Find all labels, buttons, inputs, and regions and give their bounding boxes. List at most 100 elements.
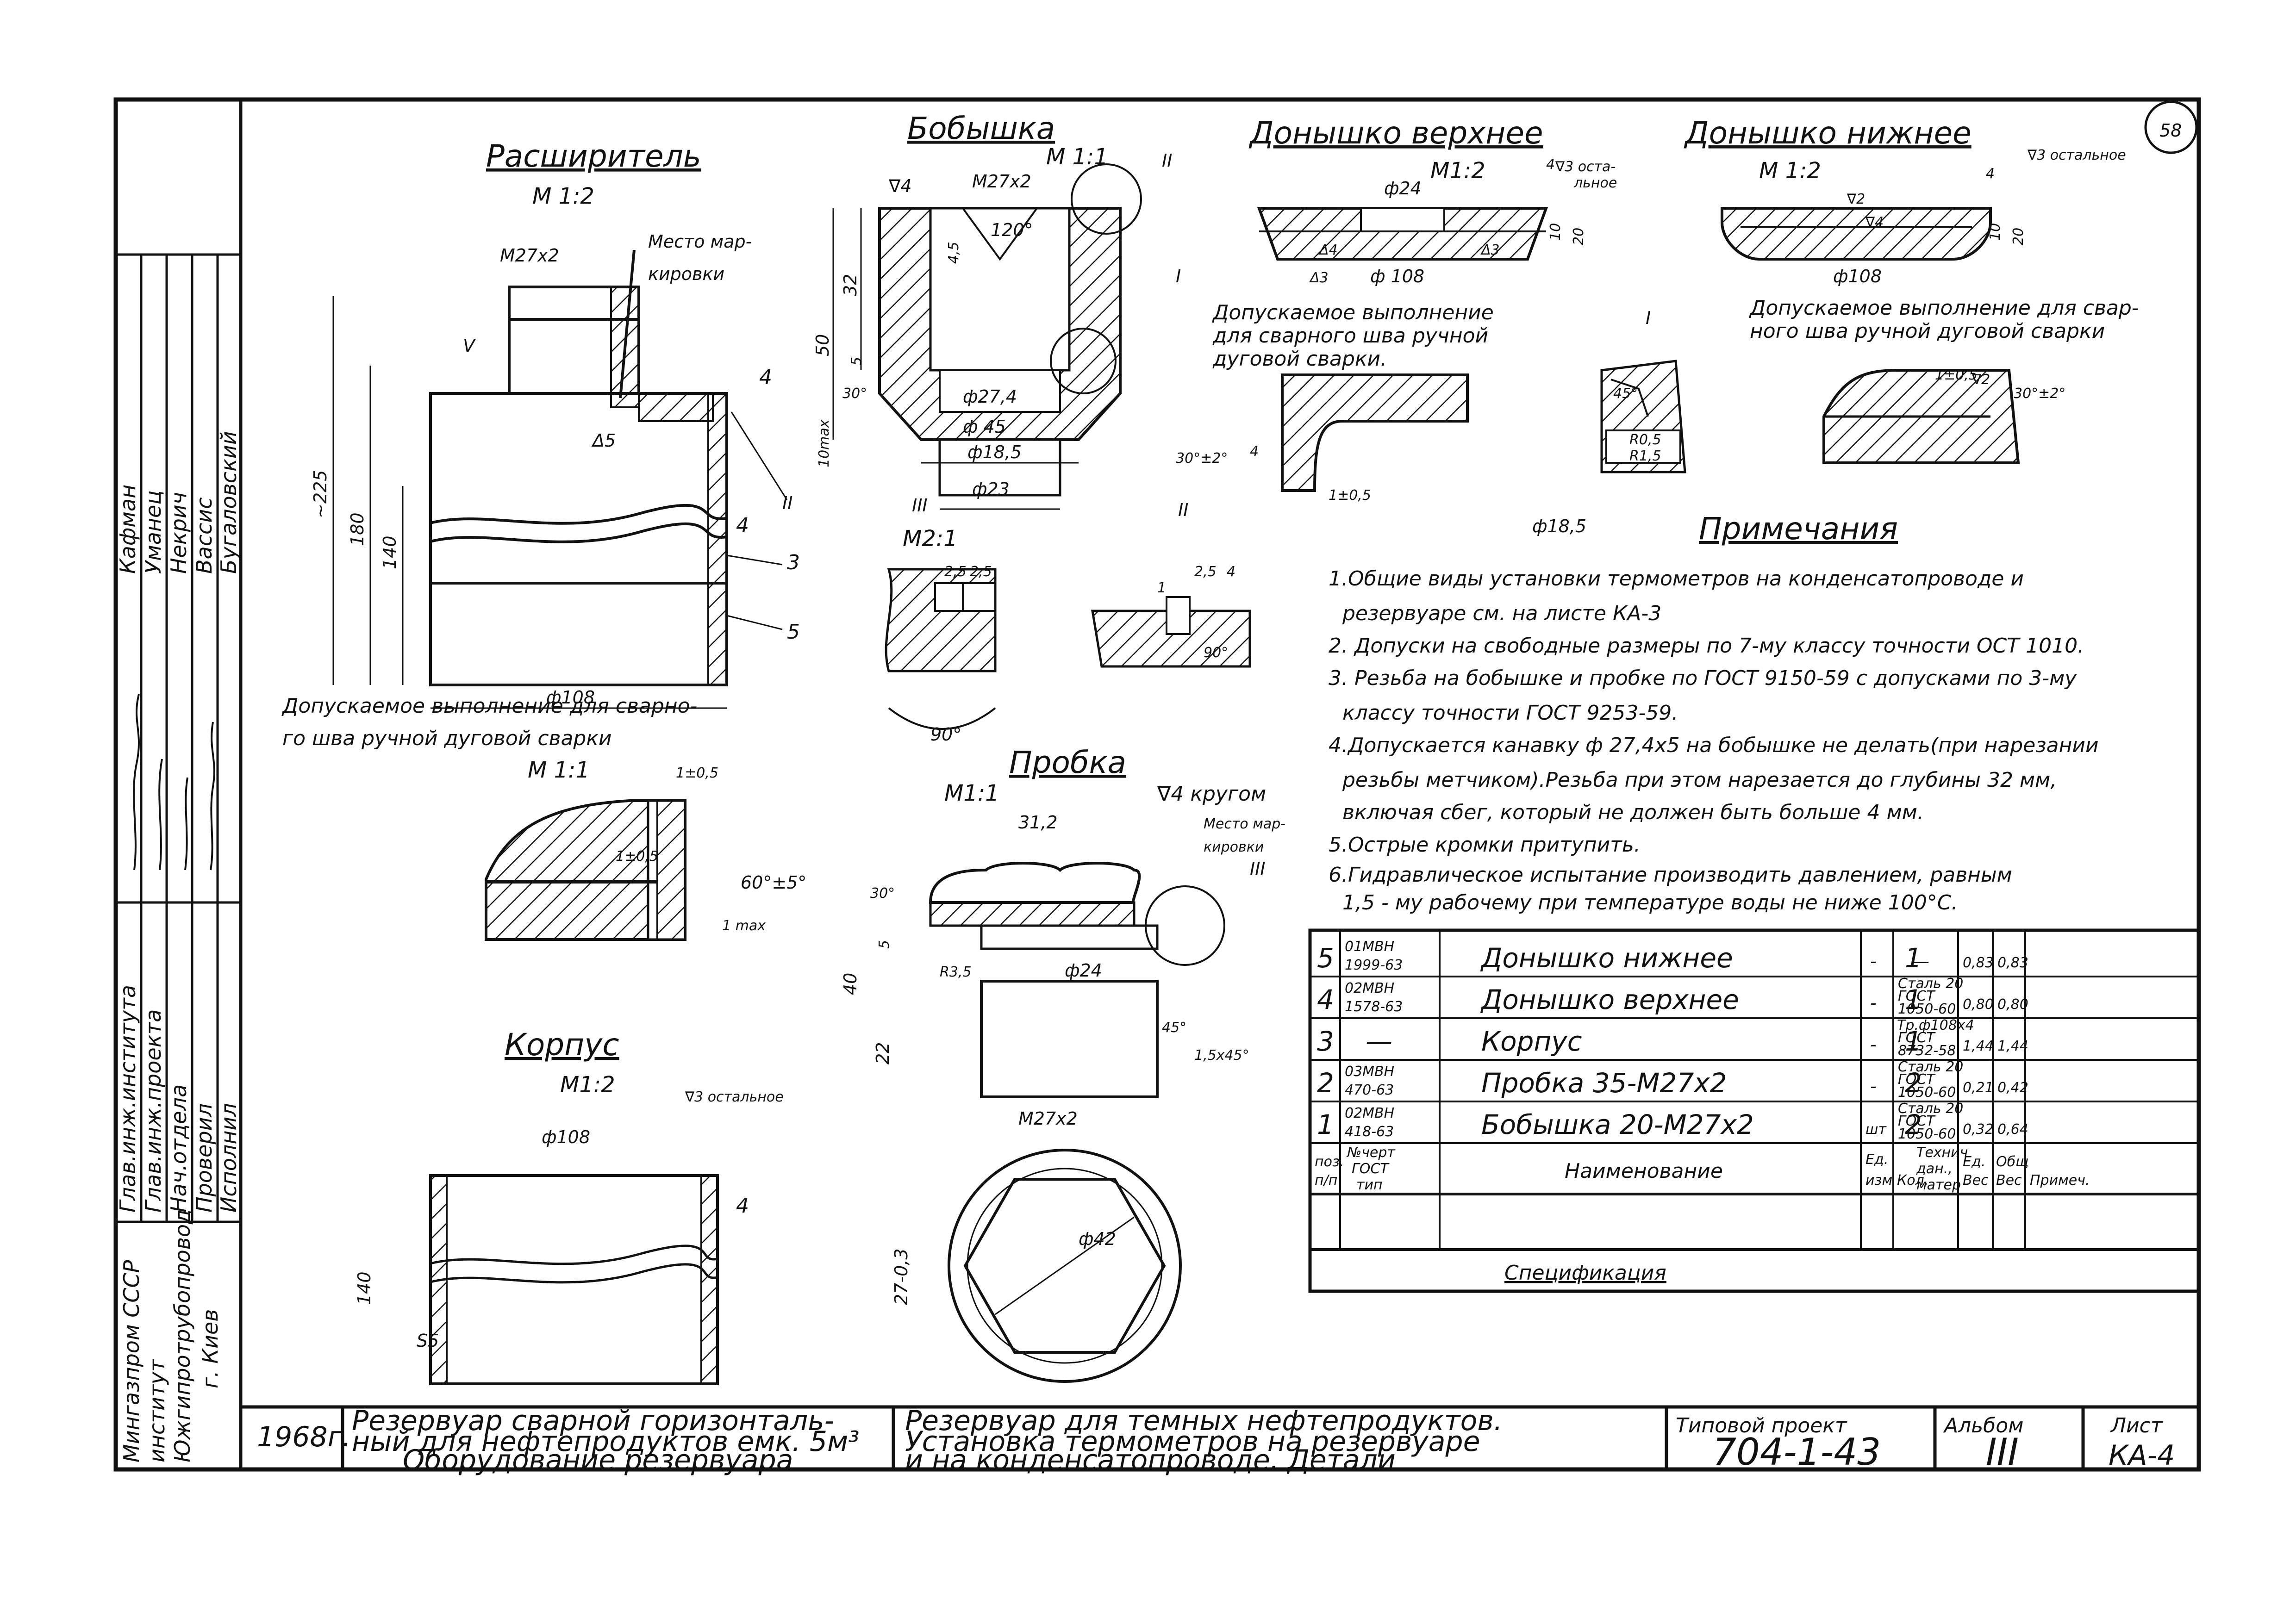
donyshko-verh-h10: 10 (1547, 223, 1564, 241)
label-v: V (463, 336, 476, 356)
sheet-frame (113, 97, 2201, 1472)
donyshko-verh-w2: Δ3 (1309, 270, 1329, 286)
spec-row-w1: 0,32 (1963, 1121, 1994, 1138)
bobyshka-d45: ф 45 (963, 417, 1006, 437)
donyshko-verh-w3: Δ3 (1480, 242, 1500, 258)
project-line-3: Оборудование резервуара (403, 1444, 793, 1476)
donyshko-niz-scale: М 1:2 (1759, 158, 1821, 184)
spec-row-mat-3: 1050-60 (1898, 1126, 1956, 1142)
probka-across: 27-0,3 (891, 1249, 911, 1306)
detail-ii-label: II (1178, 500, 1188, 520)
probka-h22: 22 (873, 1042, 893, 1064)
spec-row-pos: 3 (1317, 1026, 1334, 1057)
donyshko-niz-h20: 20 (2010, 228, 2027, 245)
typical-project-label: Типовой проект (1676, 1414, 1847, 1437)
donyshko-verh-rough-1: ∇3 оста- (1555, 159, 1616, 175)
spec-head-w1-2: Вес (1963, 1172, 1989, 1188)
note-line-4: 3. Резьба на бобышке и пробке по ГОСТ 91… (1329, 666, 2077, 690)
note-line-10: 6.Гидравлическое испытание производить д… (1329, 863, 2012, 887)
sidebar-roles: Глав.инж.института Глав.инж.проекта Нач.… (115, 985, 241, 1213)
spec-row-name: Бобышка 20-М27х2 (1481, 1109, 1754, 1140)
probka-callout: III (1250, 859, 1266, 879)
view-detail-i: I 45° R0,5 R1,5 ф18,5 (1532, 308, 1686, 536)
note-line-7: резьбы метчиком).Резьба при этом нарезае… (1342, 768, 2057, 792)
weld-dn-d: 1±0,5 (1935, 367, 1978, 383)
sidebar-name-4: Вассис (192, 497, 217, 574)
weld-dv-note-1: Допускаемое выполнение (1212, 301, 1494, 324)
spec-row-doc-1: 01МВН (1345, 939, 1394, 955)
view-bobyshka: Бобышка М 1:1 М27х2 ∇4 120° 50 32 4,5 5 … (812, 111, 1181, 510)
sidebar-name-1: Кафман (115, 485, 140, 574)
title-year: 1968г. (257, 1421, 351, 1453)
spec-row-qty: 2 (1905, 1067, 1922, 1099)
spec-row-mat-3: 1050-60 (1898, 1001, 1956, 1017)
spec-head-unit-2: изм (1866, 1172, 1892, 1188)
spec-row-name: Донышко нижнее (1480, 942, 1733, 974)
weld-dn-r: ∇2 (1972, 372, 1990, 388)
bobyshka-h5: 5 (849, 357, 865, 366)
notes-block: Примечания 1.Общие виды установки термом… (1329, 511, 2099, 915)
spec-row-w2: 0,83 (1997, 955, 2028, 971)
sheet-title-line-3: и на конденсатопроводе. Детали (905, 1444, 1396, 1476)
rasshiritel-scale: М 1:2 (532, 183, 594, 209)
project-line-2: ный для нефтепродуктов емк. 5м³ (352, 1425, 859, 1458)
weld-angle: 60°±5° (741, 872, 806, 893)
view-donyshko-niz: Донышко нижнее М 1:2 ∇3 остальное ∇2 ∇4 … (1684, 115, 2126, 286)
spec-row-doc-1: 02МВН (1345, 1105, 1394, 1121)
spec-row-mat-2: ГОСТ (1898, 1113, 1936, 1129)
note-line-11: 1,5 - му рабочему при температуре воды н… (1342, 891, 1958, 915)
sidebar-signatures (133, 694, 215, 871)
sidebar-role-1: Глав.инж.института (115, 985, 140, 1213)
title-block (241, 1405, 2199, 1469)
weld-dn-angle: 30°±2° (2014, 386, 2065, 402)
spec-head-qty: Кол. (1897, 1172, 1928, 1188)
weld-note-1: Допускаемое выполнение для сварно- (281, 694, 697, 718)
pos-4: 4 (759, 366, 772, 389)
donyshko-niz-rough: ∇3 остальное (2027, 147, 2126, 163)
korpus-title: Корпус (505, 1027, 619, 1063)
probka-thread: М27х2 (1018, 1108, 1078, 1129)
spec-row-name: Донышко верхнее (1480, 984, 1739, 1015)
probka-h40: 40 (840, 973, 861, 995)
detail-i-angle: 45° (1613, 386, 1638, 402)
donyshko-verh-w1: Δ4 (1318, 242, 1338, 258)
probka-marking-2: кировки (1204, 839, 1264, 855)
donyshko-niz-t4: 4 (1986, 166, 1995, 182)
rasshiritel-thread: М27х2 (500, 245, 559, 266)
spec-row-doc-2: 1999-63 (1345, 957, 1403, 973)
bobyshka-d274: ф27,4 (963, 386, 1017, 407)
probka-r: R3,5 (940, 964, 972, 980)
donyshko-niz-d: ф108 (1833, 266, 1882, 286)
spec-row-w1: 0,21 (1963, 1080, 1994, 1096)
note-line-2: резервуаре см. на листе КА-3 (1342, 602, 1661, 625)
org-line-2: институт (144, 1359, 169, 1462)
sidebar-role-5: Исполнил (216, 1103, 241, 1213)
weld-d2: 1±0,5 (616, 848, 658, 865)
spec-row-qty: 1 (1905, 942, 1922, 974)
weld-dv-a4: 4 (1250, 443, 1259, 460)
org-line-4: г. Киев (198, 1309, 223, 1388)
notes-title: Примечания (1699, 511, 1898, 547)
note-line-1: 1.Общие виды установки термометров на ко… (1329, 567, 2024, 591)
detail-ii-angle: 90° (1204, 645, 1228, 661)
view-probka: Пробка М1:1 ∇4 кругом Место мар- кировки… (840, 745, 1285, 1383)
spec-rows: 5 01МВН 1999-63 Донышко нижнее - 1 — 0,8… (1315, 939, 2090, 1285)
org-line-3: Южгипротрубопровод (170, 1209, 195, 1462)
bobyshka-angle: 120° (991, 220, 1033, 240)
donyshko-verh-scale: М1:2 (1430, 158, 1485, 184)
sidebar-names: Кафман Уманец Некрич Вассис Бугаловский (115, 431, 241, 574)
spec-row-w1: 0,80 (1963, 996, 1994, 1013)
probka-marking-1: Место мар- (1204, 816, 1285, 832)
spec-row-unit: шт (1866, 1121, 1887, 1138)
spec-row-w2: 0,42 (1997, 1080, 2028, 1096)
spec-row-mat-3: 8732-58 (1898, 1043, 1956, 1059)
donyshko-niz-r4: ∇4 (1865, 214, 1884, 230)
probka-h5: 5 (876, 940, 892, 949)
spec-row-pos: 2 (1317, 1067, 1334, 1099)
korpus-rough: ∇3 остальное (685, 1089, 784, 1105)
detail-ii-d2: 4 (1227, 564, 1235, 580)
korpus-t4: 4 (736, 1194, 749, 1218)
sidebar (116, 253, 241, 1223)
spec-row-mat-3: 1050-60 (1898, 1084, 1956, 1101)
